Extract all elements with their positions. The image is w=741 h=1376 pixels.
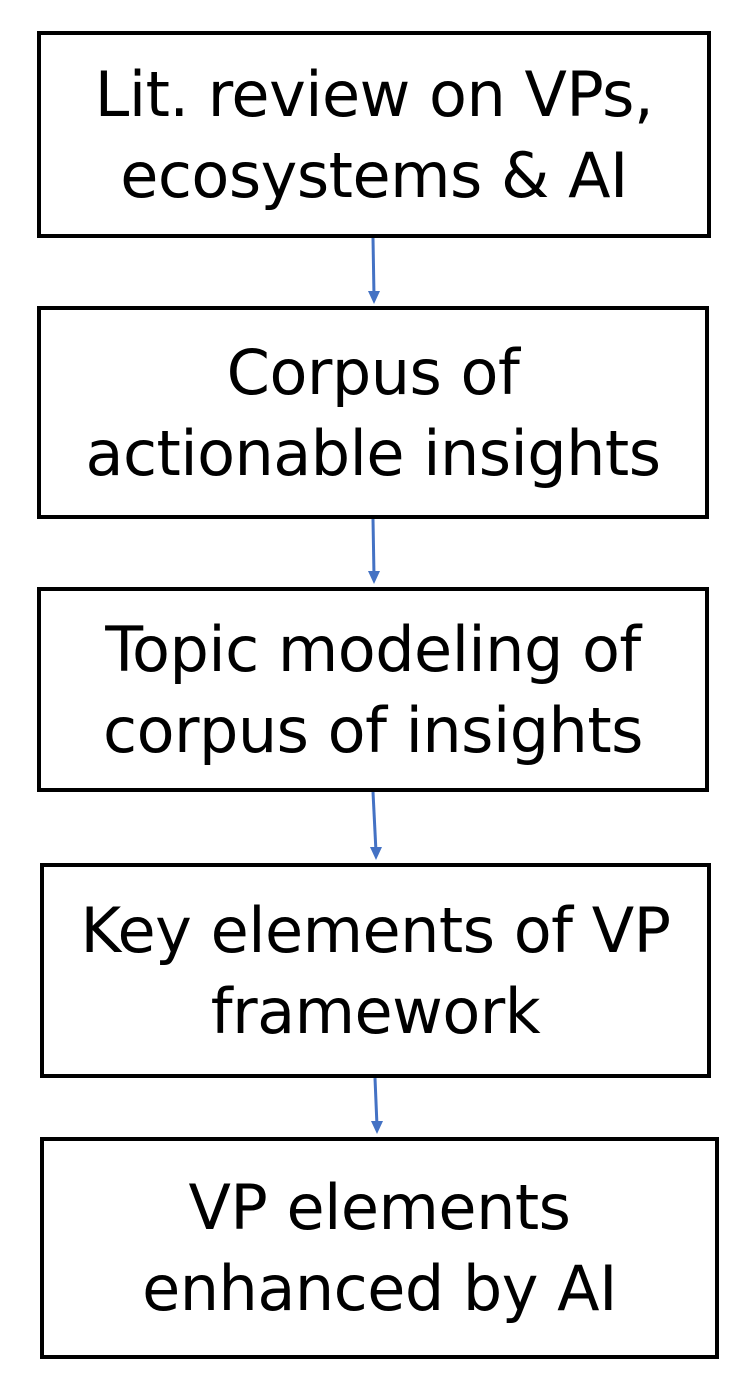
arrow-2: [368, 518, 380, 584]
step-box-ai-enhanced: VP elements enhanced by AI: [40, 1137, 719, 1359]
step-box-corpus: Corpus of actionable insights: [37, 306, 709, 519]
step-label: Corpus of actionable insights: [85, 335, 661, 490]
step-label: Lit. review on VPs, ecosystems & AI: [94, 57, 654, 212]
step-label: Topic modeling of corpus of insights: [103, 612, 643, 767]
arrow-4: [371, 1077, 383, 1134]
step-box-literature-review: Lit. review on VPs, ecosystems & AI: [37, 31, 711, 238]
step-label: Key elements of VP framework: [80, 893, 671, 1048]
arrow-1: [368, 237, 380, 304]
step-label: VP elements enhanced by AI: [142, 1171, 617, 1325]
arrow-3: [370, 791, 382, 860]
step-box-topic-modeling: Topic modeling of corpus of insights: [37, 587, 709, 792]
step-box-key-elements: Key elements of VP framework: [40, 863, 711, 1078]
